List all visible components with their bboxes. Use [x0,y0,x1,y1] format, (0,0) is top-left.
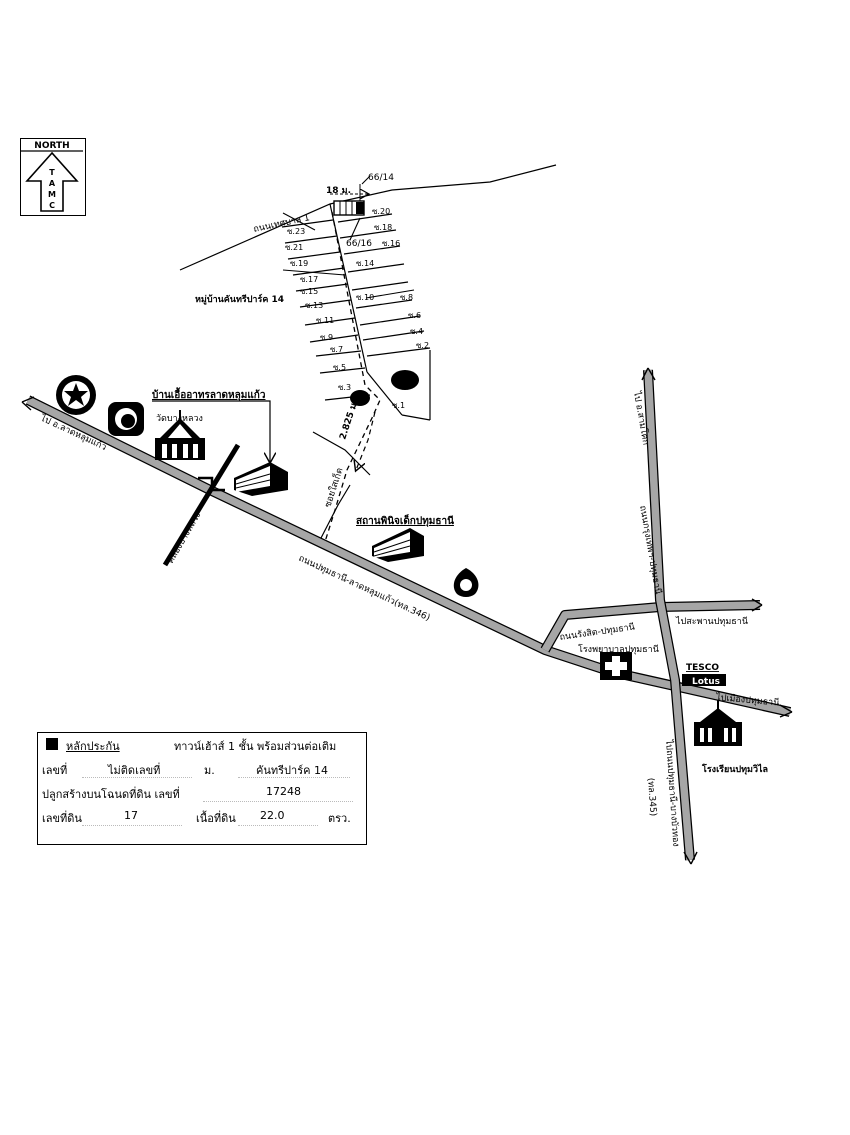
thesaban1-road [179,164,557,271]
housing-building-icon [234,462,288,496]
rangsit-road-label: ถนนรังสิต-ปทุมธานี [559,622,636,643]
area-unit: ตรว. [328,812,351,825]
land-number-value: 17 [124,809,138,822]
legend-square-icon [46,738,58,750]
soi-label: ซ.4 [410,327,423,336]
north-compass: NORTH T A M C [20,138,86,216]
land-number-label: เลขที่ดิน [42,812,82,825]
soi-label: ซ.3 [338,383,351,392]
north-label: NORTH [35,141,70,151]
north-arrow-icon [25,152,80,213]
canal-label: คลองบางหลวง [166,511,203,566]
left-sois [281,219,371,401]
house-number-label: 66/16 [346,239,372,249]
temple-label: วัดบางหลวง [156,414,203,424]
property-type: ทาวน์เฮ้าส์ 1 ชั้น พร้อมส่วนต่อเติม [174,740,337,753]
soi-label: ซ.11 [316,316,334,325]
compass-letter: M [48,190,56,199]
tesco-label: TESCO [686,663,719,673]
soi-label: ซ.14 [356,259,374,268]
juvenile-center-label: สถานพินิจเด็กปทุมธานี [356,513,454,527]
right-sois [337,213,431,357]
hospital-cross-icon [600,652,632,680]
distance-label: 2.825 ม. [338,399,360,441]
soi-labels-right: ซ.20 ซ.18 ซ.16 ซ.14 ซ.10 ซ.8 ซ.6 ซ.4 ซ.2… [356,207,429,410]
house-number-label: เลขที่ [42,764,68,777]
soi-label: ซ.15 [300,287,318,296]
house-number-label: 66/14 [368,173,394,183]
soi-label: ซ.2 [416,341,429,350]
soi-label: ซ.9 [320,333,333,342]
canal [162,443,241,567]
hospital-label: โรงพยาบาลปทุมธานี [578,644,659,655]
juvenile-center-building-icon [372,528,424,562]
school-icon [694,700,742,746]
village-value: คันทรีปาร์ค 14 [256,764,328,777]
soi-label: ซ.10 [356,293,374,302]
soi-label: ซ.21 [285,243,303,252]
compass-letter: A [49,179,56,188]
emblem-icon [453,568,479,597]
deed-label: ปลูกสร้างบนโฉนดที่ดิน เลขที่ [42,788,180,801]
soi-label: ซ.17 [300,275,318,284]
collateral-info-box: หลักประกัน ทาวน์เฮ้าส์ 1 ชั้น พร้อมส่วนต… [37,732,367,845]
soi-label: ซ.13 [305,301,323,310]
soi-label: ซ.19 [290,259,308,268]
lotus-label: Lotus [692,677,720,687]
soi-label: ซ.18 [374,223,392,232]
width-label: 18 ม. [326,186,351,196]
soi-labels-left: ซ.23 ซ.21 ซ.19 ซ.17 ซ.15 ซ.13 ซ.11 ซ.9 ซ… [285,227,351,392]
deed-value: 17248 [266,785,301,798]
soi-label: ซ.8 [400,293,413,302]
soi-label: ซ.6 [408,311,421,320]
housing-label: บ้านเอื้ออาทรลาดหลุมแก้ว [152,387,266,401]
soi-label: ซ.1 [392,401,405,410]
area-label: เนื้อที่ดิน [196,812,236,825]
house-number-value: ไม่ติดเลขที่ [108,764,161,777]
route-345-label: (ทล.345) [645,778,658,817]
collateral-title: หลักประกัน [66,740,120,753]
temple-icon [155,410,205,460]
school-label: โรงเรียนปทุมวิไล [701,763,768,775]
soi-label: ซ.5 [333,363,346,372]
soi-label: ซ.23 [287,227,305,236]
soi-label: ซ.20 [372,207,390,216]
compass-letter: T [50,168,56,177]
tesco-lotus-logo-icon [682,674,726,686]
moo-label: ม. [204,764,215,777]
soi-label: ซ.16 [382,239,400,248]
tree-icon [350,370,419,406]
area-value: 22.0 [260,809,285,822]
soi-label: ซ.7 [330,345,343,354]
village-label: หมู่บ้านคันทรีปาร์ค 14 [195,293,284,305]
compass-letter: C [49,201,55,210]
to-bridge-label: ไปสะพานปทุมธานี [675,616,748,627]
